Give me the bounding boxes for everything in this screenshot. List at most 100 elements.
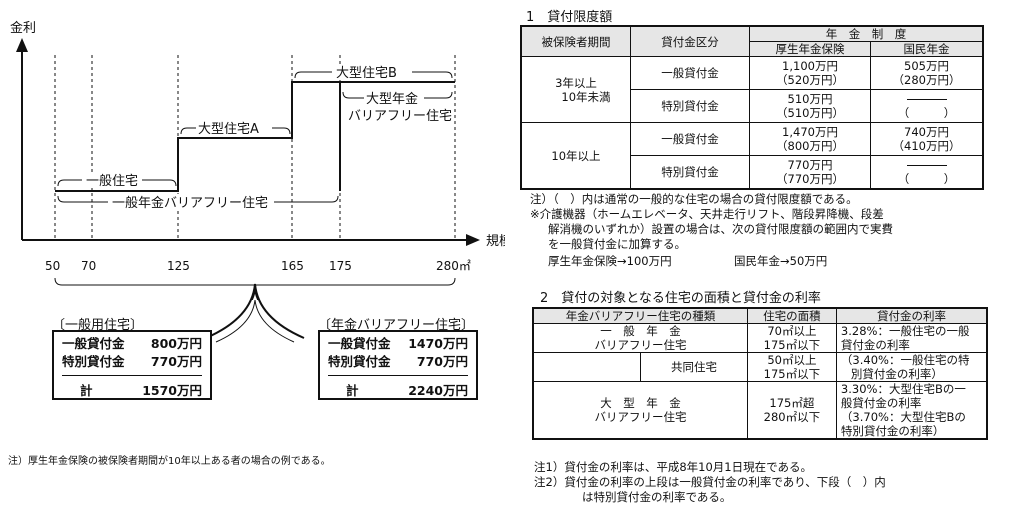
type-spacer-cell <box>532 352 641 382</box>
label-large-a: 大型住宅A <box>198 122 259 137</box>
row-value: 770万円 <box>416 354 468 369</box>
rate-line: 3.28%：一般住宅の一般 <box>840 324 970 338</box>
area-cell: 175㎡超 280㎡以下 <box>746 381 837 440</box>
pension-row-1: 一般貸付金 1470万円 <box>328 335 468 353</box>
kosei-cell: 1,100万円 （520万円） <box>749 56 871 90</box>
section2-note-1: 注1）貸付金の利率は、平成8年10月1日現在である。 <box>534 460 812 474</box>
header-kokumin: 国民年金 <box>870 41 984 57</box>
period-cell: 3年以上 10年未満 <box>520 56 631 123</box>
section2-note-2: 注2）貸付金の利率の上段は一般貸付金の利率であり、下段（ ）内 <box>534 475 886 489</box>
rate-line: 特別貸付金の利率） <box>840 424 945 438</box>
period-cell: 10年以上 <box>520 122 631 190</box>
value-line: （ ） <box>897 172 956 186</box>
section1-note-3: 解消機のいずれか）設置の場合は、次の貸付限度額の範囲内で実費 <box>548 222 893 236</box>
kokumin-cell: 740万円 （410万円） <box>870 122 984 156</box>
rate-line: （3.40%：一般住宅の特 <box>840 353 970 367</box>
y-axis-arrow <box>16 38 28 52</box>
kosei-cell: 510万円 （510万円） <box>749 89 871 123</box>
value-line: （410万円） <box>892 139 961 153</box>
header-pension-system: 年 金 制 度 <box>749 25 984 42</box>
x-tick: 280㎡ <box>436 259 471 273</box>
kosei-cell: 1,470万円 （800万円） <box>749 122 871 156</box>
row-label: 一般貸付金 <box>328 336 391 351</box>
header-period: 被保険者期間 <box>520 25 631 57</box>
area-line: 175㎡以下 <box>763 338 821 352</box>
table-row: 3年以上 10年未満 一般貸付金 1,100万円 （520万円） 505万円 （… <box>520 56 984 123</box>
total-value: 1570万円 <box>142 383 202 398</box>
header-rate: 貸付金の利率 <box>835 307 988 324</box>
shared-type-cell: 共同住宅 <box>640 352 748 382</box>
category-cell: 特別貸付金 <box>630 155 750 190</box>
section1-note-1: 注）（ ）内は通常の一般的な住宅の場合の貸付限度額である。 <box>530 192 858 206</box>
x-tick: 50 <box>45 259 60 273</box>
header-category: 貸付金区分 <box>630 25 750 57</box>
value-line: 505万円 <box>904 59 949 73</box>
period-line: 3年以上 <box>555 75 597 90</box>
table-row: 特別貸付金 770万円 （770万円） （ ） <box>521 155 984 190</box>
section1-note-5b: 国民年金→50万円 <box>734 254 828 268</box>
period-line: 10年未満 <box>561 89 611 104</box>
row-value: 1470万円 <box>408 336 468 351</box>
kokumin-cell: （ ） <box>870 155 984 190</box>
value-line: （510万円） <box>776 106 844 120</box>
value-line: 510万円 <box>787 92 833 106</box>
section2-title: 2 貸付の対象となる住宅の面積と貸付金の利率 <box>540 291 821 306</box>
area-line: 70㎡以上 <box>767 324 817 338</box>
section1-note-5a: 厚生年金保険→100万円 <box>548 254 672 268</box>
pension-house-title: 〔年金バリアフリー住宅〕 <box>318 318 475 333</box>
general-house-box: 一般貸付金 800万円 特別貸付金 770万円 計 1570万円 <box>52 330 212 400</box>
total-label: 計 <box>80 383 93 398</box>
kokumin-cell: 505万円 （280万円） <box>870 56 984 90</box>
category-cell: 一般貸付金 <box>630 122 750 156</box>
general-row-1: 一般貸付金 800万円 <box>62 335 202 353</box>
row-label: 特別貸付金 <box>62 354 125 369</box>
value-line: 770万円 <box>787 158 833 172</box>
label-general-pension: 一般年金バリアフリー住宅 <box>112 195 268 211</box>
rate-step-line <box>55 81 455 192</box>
value-line: （ ） <box>897 106 956 120</box>
header-area: 住宅の面積 <box>746 307 837 324</box>
value-line: （800万円） <box>776 139 844 153</box>
type-line: 一 般 年 金 <box>600 324 681 338</box>
pension-row-2: 特別貸付金 770万円 <box>328 353 468 371</box>
row-label: 特別貸付金 <box>328 354 391 369</box>
area-cell: 50㎡以上 175㎡以下 <box>746 352 837 382</box>
header-kosei: 厚生年金保険 <box>749 41 871 57</box>
pension-house-box: 一般貸付金 1470万円 特別貸付金 770万円 計 2240万円 <box>318 330 478 400</box>
label-general: 一般住宅 <box>86 173 138 189</box>
pension-total-row: 計 2240万円 <box>328 375 468 399</box>
x-tick: 175 <box>329 259 352 273</box>
area-line: 50㎡以上 <box>767 353 817 367</box>
loan-limit-table: 被保険者期間 貸付金区分 年 金 制 度 厚生年金保険 国民年金 3年以上 10… <box>520 25 984 190</box>
row-value: 770万円 <box>150 354 202 369</box>
area-line: 175㎡以下 <box>763 367 821 381</box>
type-line: 大 型 年 金 <box>600 396 681 410</box>
funnel-arrow <box>205 283 305 343</box>
table-row: 特別貸付金 510万円 （510万円） （ ） <box>521 89 984 123</box>
x-tick: 70 <box>81 259 96 273</box>
label-large-pension-2: バリアフリー住宅 <box>348 109 452 124</box>
value-line: （520万円） <box>776 73 844 87</box>
label-large-pension-1: 大型年金 <box>366 91 418 107</box>
header-type: 年金バリアフリー住宅の種類 <box>532 307 748 324</box>
table-row: 共同住宅 50㎡以上 175㎡以下 （3.40%：一般住宅の特 別貸付金の利率） <box>532 352 988 382</box>
value-line: 1,470万円 <box>782 125 838 139</box>
value-line: 1,100万円 <box>782 59 838 73</box>
total-label: 計 <box>346 383 359 398</box>
rate-line: 貸付金の利率 <box>840 338 910 352</box>
value-line: 740万円 <box>904 125 949 139</box>
category-cell: 一般貸付金 <box>630 56 750 90</box>
rate-cell: 3.30%：大型住宅Bの一 般貸付金の利率 （3.70%：大型住宅Bの 特別貸付… <box>835 381 988 440</box>
type-line: バリアフリー住宅 <box>594 338 687 352</box>
general-total-row: 計 1570万円 <box>62 375 202 399</box>
rate-line: 別貸付金の利率） <box>850 367 943 381</box>
area-cell: 70㎡以上 175㎡以下 <box>746 323 837 353</box>
type-cell: 一 般 年 金 バリアフリー住宅 <box>532 323 748 353</box>
general-row-2: 特別貸付金 770万円 <box>62 353 202 371</box>
general-house-title: 〔一般用住宅〕 <box>52 318 144 333</box>
table-row: 大 型 年 金 バリアフリー住宅 175㎡超 280㎡以下 3.30%：大型住宅… <box>532 381 988 440</box>
category-cell: 特別貸付金 <box>630 89 750 123</box>
dash-line <box>875 158 978 172</box>
rate-cell: （3.40%：一般住宅の特 別貸付金の利率） <box>835 352 988 382</box>
row-label: 一般貸付金 <box>62 336 125 351</box>
